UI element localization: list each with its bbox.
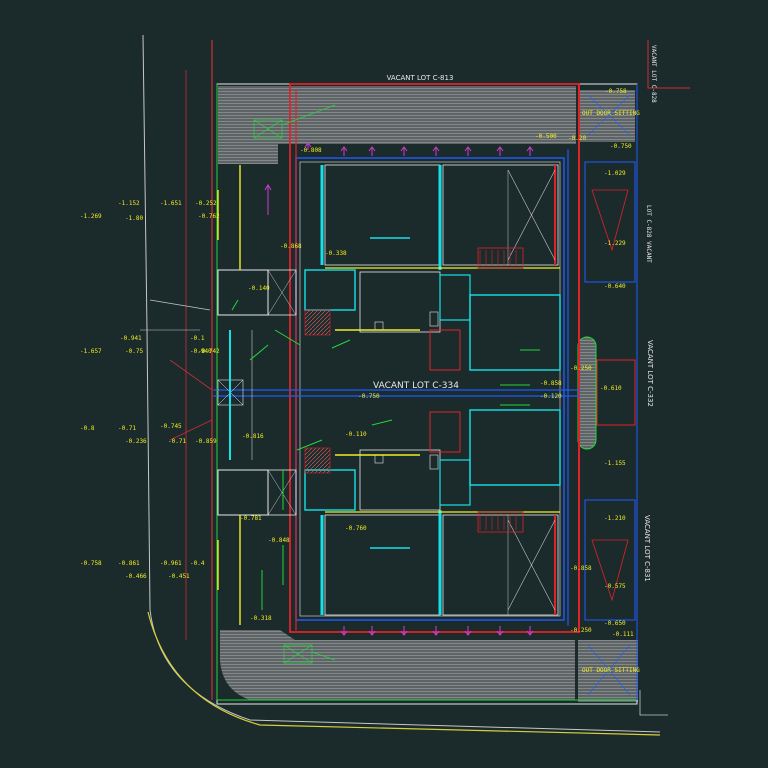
inner-level-label: -0.110: [345, 431, 367, 438]
left-level-label: -1.651: [160, 200, 182, 207]
right-level-label: -0.858: [570, 565, 592, 572]
right-level-label: -0.640: [604, 283, 626, 290]
outdoor-sitting-top-label: OUT DOOR SITTING: [582, 110, 640, 117]
right-level-label: -0.120: [540, 393, 562, 400]
left-level-label: -0.71: [118, 425, 136, 432]
right-lots: [584, 84, 638, 700]
left-level-label: -1.657: [80, 348, 102, 355]
left-level-label: -0.861: [118, 560, 140, 567]
left-level-label: -0.940: [190, 348, 212, 355]
left-level-label: -0.742: [198, 348, 220, 355]
right-level-label: -0.250: [570, 365, 592, 372]
lower-unit: [304, 409, 561, 616]
inner-level-label: -0.808: [300, 147, 322, 154]
left-level-label: -0.859: [195, 438, 217, 445]
right-level-label: -0.650: [604, 620, 626, 627]
inner-level-label: -0.750: [358, 393, 380, 400]
right-level-label: -0.111: [612, 631, 634, 638]
inner-level-label: -0.848: [268, 537, 290, 544]
right-level-label: -0.750: [610, 143, 632, 150]
right-level-label: -1.210: [604, 515, 626, 522]
left-level-label: -0.1: [190, 335, 205, 342]
left-level-label: -0.8: [80, 425, 95, 432]
vacant-lot-top-label: VACANT LOT C-813: [387, 74, 454, 82]
left-level-label: -0.745: [160, 423, 182, 430]
inner-level-label: -0.338: [325, 250, 347, 257]
left-level-label: -0.451: [168, 573, 190, 580]
left-level-label: -0.75: [125, 348, 143, 355]
right-level-label: -0.610: [600, 385, 622, 392]
inner-level-label: -0.868: [280, 243, 302, 250]
flow-arrows: [231, 299, 540, 610]
inner-level-label: -0.760: [345, 525, 367, 532]
entry-areas: [217, 269, 297, 516]
inner-level-label: -0.816: [242, 433, 264, 440]
inner-level-label: -0.318: [250, 615, 272, 622]
left-level-label: -0.466: [125, 573, 147, 580]
building-walls: [213, 83, 581, 633]
left-level-label: -0.758: [80, 560, 102, 567]
left-level-label: -1.269: [80, 213, 102, 220]
vacant-lot-right-mid2-label: VACANT LOT C-332: [646, 340, 654, 407]
left-level-label: -0.961: [160, 560, 182, 567]
left-level-label: -0.762: [198, 213, 220, 220]
hatched-areas: [218, 86, 638, 702]
right-level-label: -0.858: [540, 380, 562, 387]
right-level-label: -0.250: [570, 627, 592, 634]
right-level-label: -0.758: [605, 88, 627, 95]
left-level-label: -0.941: [120, 335, 142, 342]
road-lines: [140, 34, 690, 736]
site-boundary: [216, 83, 638, 705]
inner-level-label: -0.500: [535, 133, 557, 140]
inner-level-label: -0.140: [248, 285, 270, 292]
lot-vacant-right-mid-label: LOT C-828 VACANT: [645, 205, 652, 263]
vacant-lot-right-top-label: VACANT LOT C-828: [650, 45, 657, 103]
right-level-label: -0.20: [568, 135, 586, 142]
left-level-label: -0.236: [125, 438, 147, 445]
vacant-lot-right-bottom-label: VACANT LOT C-831: [643, 515, 651, 582]
left-level-label: -1.80: [125, 215, 143, 222]
right-level-label: -1.229: [604, 240, 626, 247]
right-level-label: -0.575: [604, 583, 626, 590]
vacant-lot-center-label: VACANT LOT C-334: [373, 381, 459, 391]
left-level-label: -0.4: [190, 560, 205, 567]
fall-arrows: [264, 142, 534, 636]
left-level-label: -1.152: [118, 200, 140, 207]
inner-level-label: -0.781: [240, 515, 262, 522]
left-level-label: -0.252: [195, 200, 217, 207]
annotation-leaders: [253, 104, 336, 664]
right-level-label: -1.155: [604, 460, 626, 467]
outdoor-sitting-bottom-label: OUT DOOR SITTING: [582, 667, 640, 674]
right-level-label: -1.029: [604, 170, 626, 177]
left-level-label: -0.71: [168, 438, 186, 445]
upper-unit: [304, 164, 561, 371]
yellow-accents: [217, 165, 420, 625]
